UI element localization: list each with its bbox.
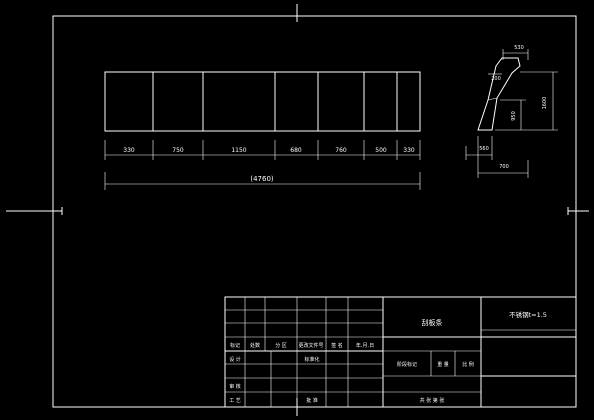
section-view: 530 200 1600 950 560 700 [465, 45, 558, 178]
part-name: 刮板条 [422, 318, 443, 327]
rev-header-sign: 签 名 [331, 342, 343, 349]
design-label: 设 计 [229, 356, 241, 363]
dim-seg-6: 500 [375, 147, 387, 154]
scale-label: 比 例 [462, 361, 474, 368]
section-profile [477, 57, 521, 131]
rev-header-zone: 分 区 [275, 342, 287, 349]
process-label: 工 艺 [229, 398, 241, 404]
rev-header-date: 年.月.日 [356, 342, 374, 349]
centering-marks [6, 4, 589, 416]
rev-header-count: 处数 [250, 342, 260, 349]
dim-seg-2: 750 [172, 147, 184, 154]
standardize-label: 标准化 [304, 356, 319, 363]
dim-seg-4: 680 [290, 147, 302, 154]
dim-lip: 200 [491, 76, 501, 82]
rev-header-mark: 标记 [230, 342, 240, 349]
title-block: 刮板条 不锈钢t=1.5 标记 处数 分 区 更改文件号 签 名 年.月.日 设… [224, 296, 577, 408]
dim-seg-5: 760 [335, 147, 347, 154]
dim-seg-3: 1150 [231, 147, 246, 154]
dim-top: 530 [514, 45, 524, 51]
rev-header-docno: 更改文件号 [298, 342, 323, 349]
dim-base-width: 700 [499, 164, 509, 170]
stage-mark-label: 阶段标记 [397, 361, 417, 368]
dim-inner-height: 950 [511, 111, 517, 121]
strip-dimension-chain: 330 750 1150 680 760 500 330 (4760) [104, 140, 421, 190]
sheet-label: 共 张 第 张 [420, 397, 445, 404]
dim-seg-1: 330 [123, 147, 135, 154]
weight-label: 重 量 [437, 361, 449, 368]
audit-label: 审 核 [229, 383, 241, 390]
material-label: 不锈钢t=1.5 [509, 310, 547, 319]
dim-height: 1600 [542, 97, 548, 110]
dim-base-offset: 560 [479, 146, 489, 152]
approve-label: 批 准 [306, 397, 318, 404]
dim-overall: (4760) [250, 175, 274, 183]
strip-outline [104, 71, 421, 132]
dim-seg-7: 330 [403, 147, 415, 154]
strip-view [104, 71, 421, 132]
